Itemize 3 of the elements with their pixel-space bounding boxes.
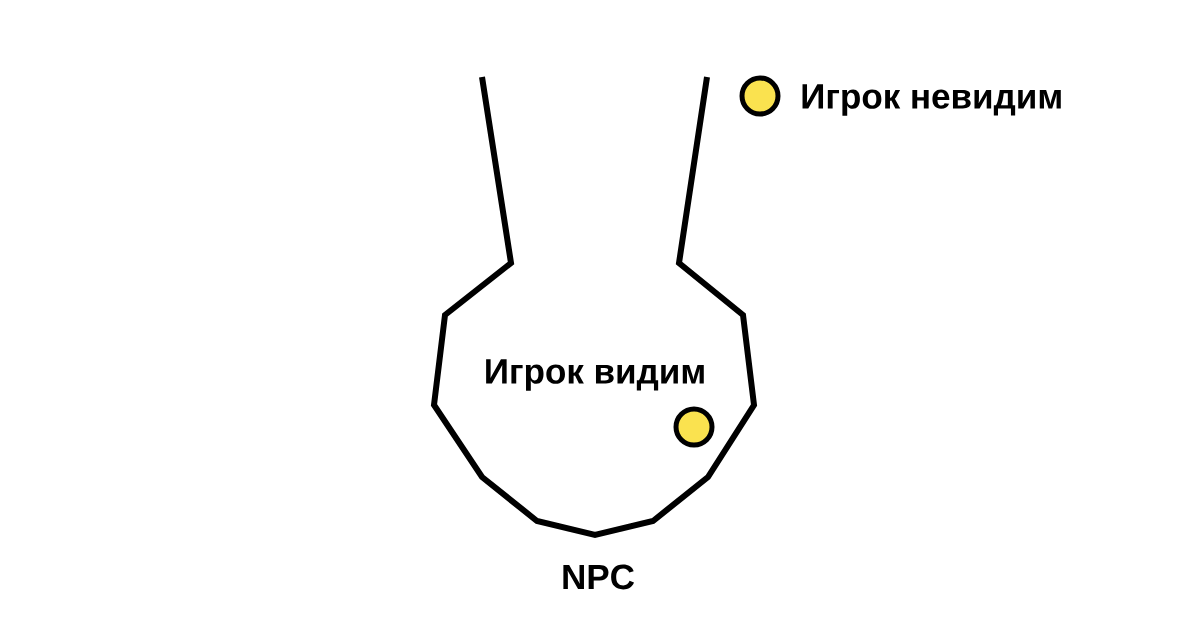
npc-label: NPC	[563, 564, 634, 590]
status-label: Игрок невидим	[802, 84, 1061, 116]
status-label: Игрок видим	[486, 359, 704, 391]
